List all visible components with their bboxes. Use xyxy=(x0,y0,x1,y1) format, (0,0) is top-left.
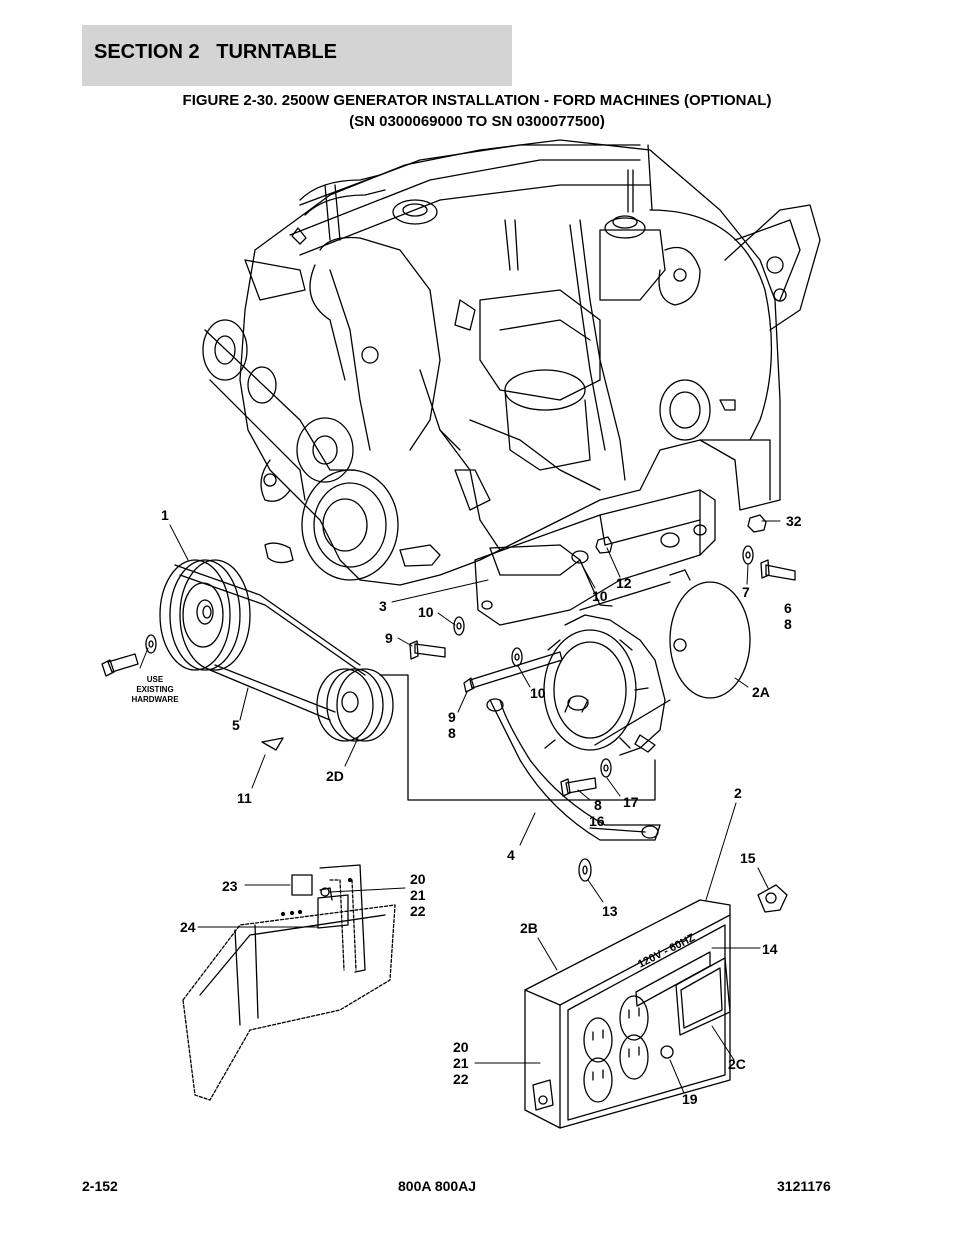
mounting-bracket xyxy=(474,489,716,626)
callout-12: 12 xyxy=(616,575,632,591)
callout-9-lower: 9 xyxy=(448,709,456,725)
figure-title: FIGURE 2-30. 2500W GENERATOR INSTALLATIO… xyxy=(182,92,772,109)
callout-7: 7 xyxy=(742,584,750,600)
callout-15: 15 xyxy=(740,850,756,866)
callout-14: 14 xyxy=(762,941,778,957)
callout-10-lower: 10 xyxy=(530,685,546,701)
callout-9-upper: 9 xyxy=(385,630,393,646)
callout-2a: 2A xyxy=(752,684,770,700)
callout-8-lower: 8 xyxy=(594,797,602,813)
callout-2b: 2B xyxy=(520,920,538,936)
document-number: 3121176 xyxy=(777,1178,831,1194)
callout-22-lower: 22 xyxy=(453,1071,469,1087)
engine-illustration xyxy=(202,139,821,586)
callout-8-mid: 8 xyxy=(448,725,456,741)
drive-belt xyxy=(174,564,366,721)
callout-4: 4 xyxy=(507,847,515,863)
platform-tube-assembly xyxy=(182,864,396,1101)
callout-5: 5 xyxy=(232,717,240,733)
callout-20-lower: 20 xyxy=(453,1039,469,1055)
figure-serial-range: (SN 0300069000 TO SN 0300077500) xyxy=(349,113,605,130)
callout-3: 3 xyxy=(379,598,387,614)
generator-body xyxy=(543,569,751,756)
callout-2d: 2D xyxy=(326,768,344,784)
callout-21-lower: 21 xyxy=(453,1055,469,1071)
callout-2c: 2C xyxy=(728,1056,746,1072)
callout-23: 23 xyxy=(222,878,238,894)
woodruff-key xyxy=(261,737,284,751)
callout-2: 2 xyxy=(734,785,742,801)
callout-1: 1 xyxy=(161,507,169,523)
section-title: SECTION 2 TURNTABLE xyxy=(94,41,337,63)
hardware-fasteners xyxy=(101,514,796,882)
callout-21-upper: 21 xyxy=(410,887,426,903)
callout-16: 16 xyxy=(589,813,605,829)
callout-19: 19 xyxy=(682,1091,698,1107)
model-number: 800A 800AJ xyxy=(398,1178,477,1194)
callout-24: 24 xyxy=(180,919,196,935)
generator-pulley xyxy=(316,668,394,742)
callout-10-upper: 10 xyxy=(592,588,608,604)
section-header-bar: SECTION 2 TURNTABLE xyxy=(82,25,512,86)
control-box xyxy=(524,884,788,1129)
drive-pulley xyxy=(159,559,251,671)
callout-leader-lines xyxy=(139,520,781,1094)
use-existing-hardware-note: USE EXISTING HARDWARE xyxy=(131,675,179,704)
callout-6: 6 xyxy=(784,600,792,616)
page-number: 2-152 xyxy=(82,1178,118,1194)
callout-13: 13 xyxy=(602,903,618,919)
callout-17: 17 xyxy=(623,794,639,810)
callout-20-upper: 20 xyxy=(410,871,426,887)
callout-11: 11 xyxy=(237,790,252,806)
callout-8-upper: 8 xyxy=(784,616,792,632)
callout-32: 32 xyxy=(786,513,802,529)
adjusting-bracket xyxy=(486,698,661,841)
assembly-bracket-line xyxy=(379,674,656,801)
callout-10-mid: 10 xyxy=(418,604,434,620)
callout-22-upper: 22 xyxy=(410,903,426,919)
